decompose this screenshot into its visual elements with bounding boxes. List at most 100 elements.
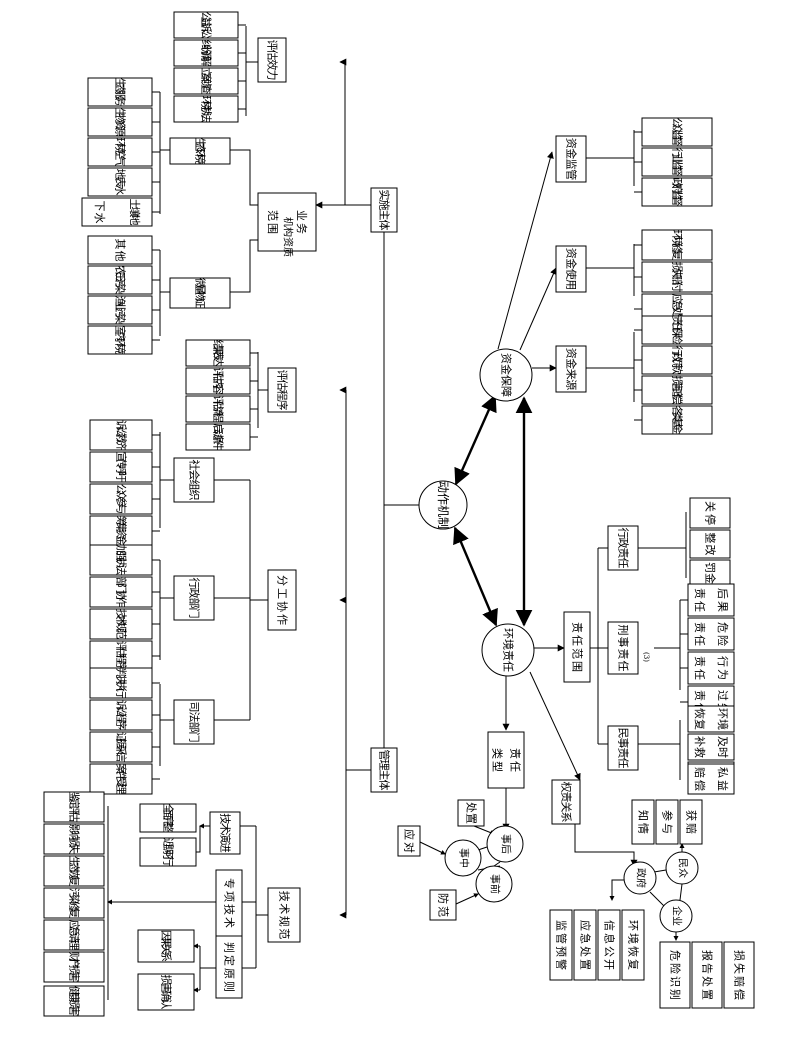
tech-evo-box-box (209, 811, 241, 855)
eco-env-item-0-box (87, 77, 153, 107)
fund-supervise-item-0-box (641, 117, 713, 147)
criminal-resp-item-1-char: 责 (693, 622, 706, 633)
judicial-item-2-box (89, 731, 153, 763)
ent-item-0-box (659, 941, 691, 1009)
fund-supervise-item-2-char: 督 (671, 196, 685, 207)
connector-line (529, 671, 581, 781)
connector-line (519, 267, 557, 351)
eval-proc-item-2-char: 程 (212, 412, 225, 423)
criminal-resp-item-3-char: 过 (716, 690, 729, 701)
social-item-3-char: 集 (115, 522, 129, 533)
fund-source-item-0-char: 险 (671, 334, 685, 345)
eval-proc-item-2-char: 估 (212, 401, 225, 412)
fund-source-item-3-box (641, 405, 713, 435)
fund-source-item-1-char: 行 (671, 346, 684, 357)
judicial-dept-box-char: 司 (188, 702, 201, 713)
eval-effect-item-1-char: 解 (200, 56, 214, 67)
eco-env-item-3-box (87, 167, 153, 197)
admin-item-0-char: 强 (115, 551, 128, 562)
fund-use-item-1-char: 付 (671, 281, 684, 292)
fund-supervise-item-1-box (641, 147, 713, 177)
admin-item-1-char: 部 (115, 577, 129, 588)
mgmt-subject-box-box (370, 747, 398, 793)
ent-item-0-char: 识 (669, 976, 682, 987)
tech-norm-box-box (267, 887, 301, 943)
civil-resp-item-2b-box (687, 763, 735, 795)
special-tech-box-char: 术 (223, 917, 236, 928)
special-item-0-char: 鉴 (68, 792, 81, 803)
connector-line (493, 861, 501, 867)
judge-item-0-char: 关 (160, 944, 174, 955)
fund-supervise-box-box (555, 135, 587, 183)
eco-env-box-char: 环 (194, 148, 207, 159)
connector-line (649, 891, 665, 907)
gov-item-2-char: 息 (603, 933, 617, 944)
gov-item-1-char: 应 (579, 920, 593, 931)
eval-effect-item-2-char: 查 (200, 84, 214, 95)
criminal-resp-item-2-char: 责 (693, 656, 706, 667)
phase-after-circle (486, 825, 524, 863)
hub-center-label: 动作机制 (436, 481, 450, 529)
civil-resp-item-0-char: 境 (716, 719, 730, 730)
ent-item-1-char: 处 (701, 976, 714, 987)
special-item-5-char: 产 (68, 958, 82, 969)
special-item-6-box (43, 985, 105, 1017)
admin-resp-box-box (607, 525, 639, 571)
judicial-item-0-char: 决 (115, 674, 128, 685)
fund-source-item-2-char: 追 (671, 388, 685, 399)
gov-item-2-char: 开 (603, 959, 616, 970)
tech-evo-box-char: 技 (219, 813, 232, 824)
social-item-0-char: 救 (115, 433, 129, 444)
eval-effect-item-1-box (173, 39, 239, 67)
fund-use-item-0-char: 修 (671, 243, 685, 254)
eco-env-item-1-char: 源 (114, 126, 128, 137)
public-item-0-box (631, 799, 655, 845)
eco-env-item-1-char: 物 (114, 114, 128, 125)
eco-env-item-0-char: 务 (114, 96, 127, 107)
impl-scope-box-char: 围 (266, 223, 279, 234)
public-item-2-char: 赔 (685, 823, 699, 834)
fund-source-item-1-box (641, 345, 713, 375)
judge-item-1-char: 确 (160, 991, 173, 1002)
fund-use-item-1-char: 损 (671, 262, 685, 273)
admin-item-0-char: 法 (115, 564, 129, 575)
fund-source-item-0-char: 责 (671, 316, 684, 327)
eco-env-box-char: 生 (194, 137, 208, 148)
judicial-dept-box-box (173, 699, 215, 745)
eval-proc-box-char: 评 (276, 370, 289, 381)
resp-range-box-char: 围 (571, 661, 584, 672)
gov-item-0-char: 管 (555, 933, 569, 944)
eval-effect-box-char: 力 (266, 70, 279, 81)
admin-dept-box-char: 门 (188, 608, 202, 619)
eval-effect-item-3-char: 执 (200, 106, 214, 117)
micro-item-1-char: 污 (114, 278, 127, 289)
impl-scope-box-char: 范 (266, 210, 280, 221)
judicial-dept-box-char: 法 (188, 712, 202, 723)
social-item-0-box (89, 419, 153, 451)
judicial-item-1-char: 讼 (115, 706, 128, 717)
criminal-note-text: (3) (642, 652, 650, 662)
special-item-2-char: 生 (68, 856, 82, 867)
gov-item-3-char: 环 (627, 920, 640, 931)
eval-proc-item-1-box (185, 367, 251, 395)
power-relation-box-char: 权 (560, 782, 573, 793)
special-tech-box-box (215, 869, 243, 937)
respond-label-char: 对 (403, 842, 417, 853)
tech-evo-item-0-box (139, 803, 197, 833)
eco-env-item-3-char: 地 (114, 169, 127, 180)
